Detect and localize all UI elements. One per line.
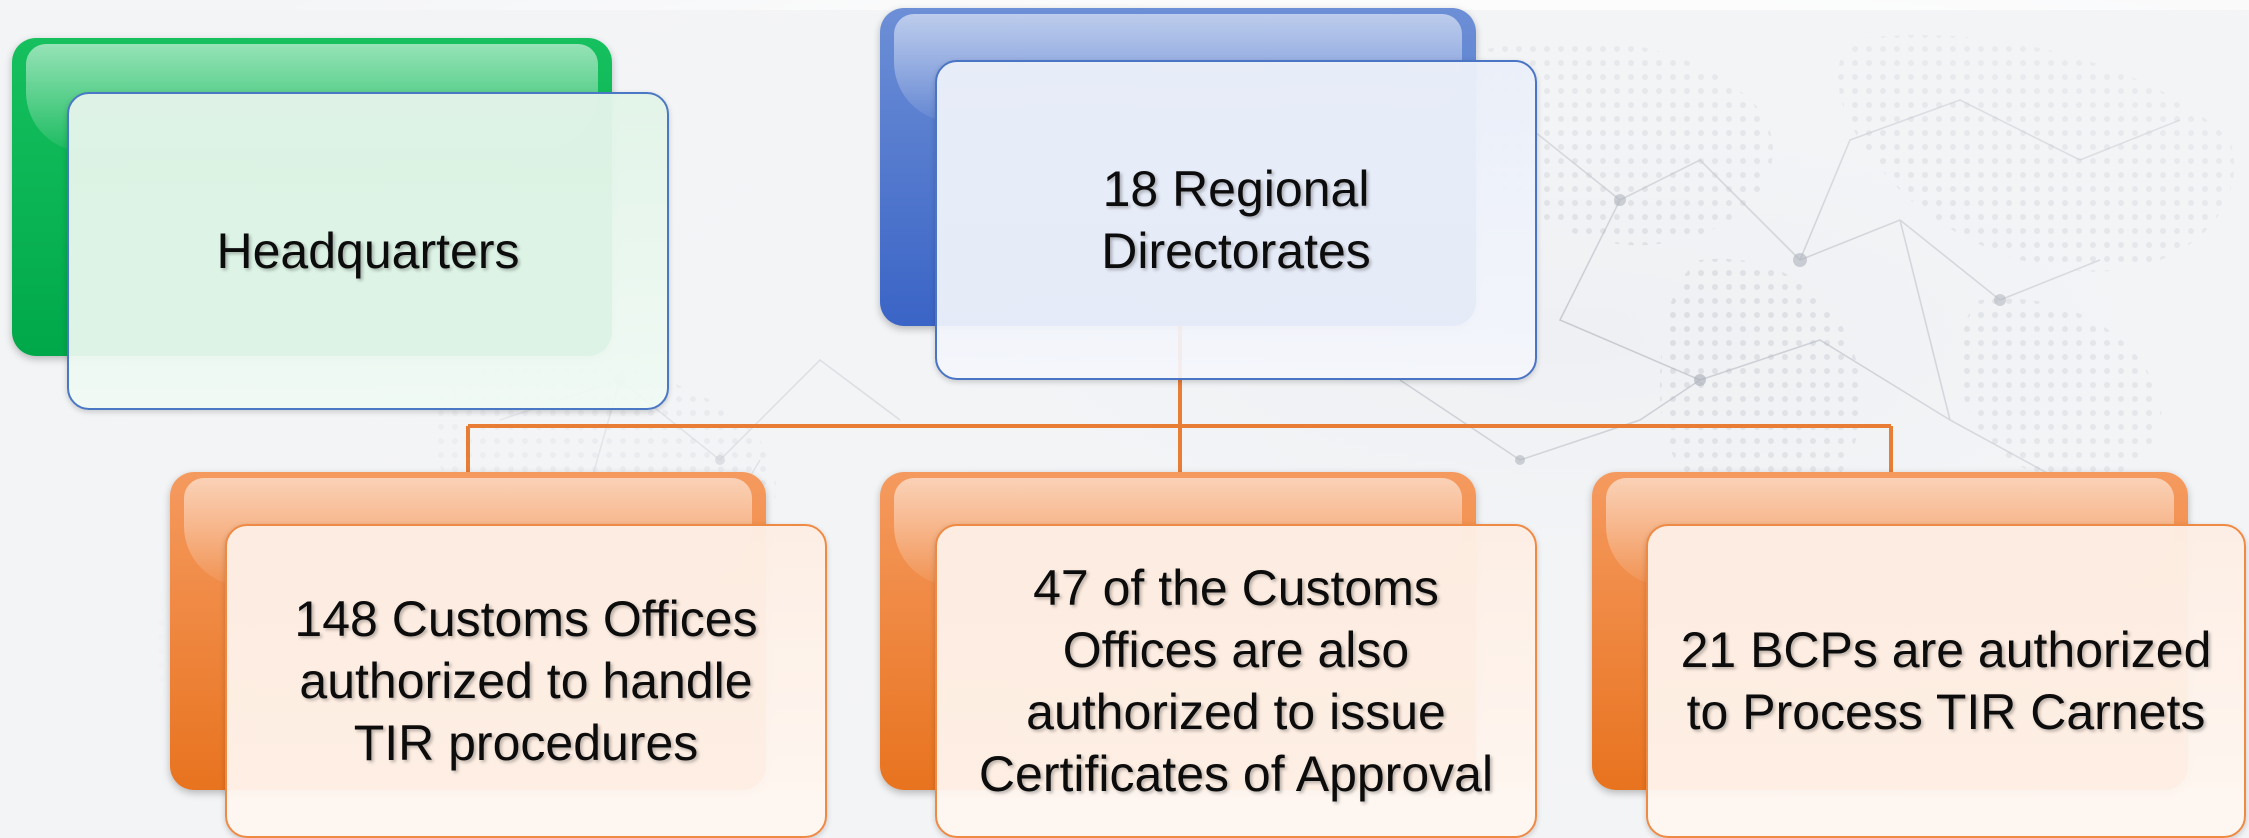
regional-directorates-label: 18 Regional Directorates	[1101, 161, 1371, 279]
customs-offices-label: 148 Customs Offices authorized to handle…	[294, 591, 758, 771]
customs-offices-box: 148 Customs Offices authorized to handle…	[225, 524, 827, 838]
bcps-label: 21 BCPs are authorized to Process TIR Ca…	[1680, 622, 2212, 740]
headquarters-label: Headquarters	[216, 223, 520, 279]
certificates-of-approval-label: 47 of the Customs Offices are also autho…	[978, 560, 1494, 802]
headquarters-box: Headquarters	[67, 92, 669, 410]
certificates-of-approval-box: 47 of the Customs Offices are also autho…	[935, 524, 1537, 838]
bcps-box: 21 BCPs are authorized to Process TIR Ca…	[1646, 524, 2246, 838]
regional-directorates-box: 18 Regional Directorates	[935, 60, 1537, 380]
